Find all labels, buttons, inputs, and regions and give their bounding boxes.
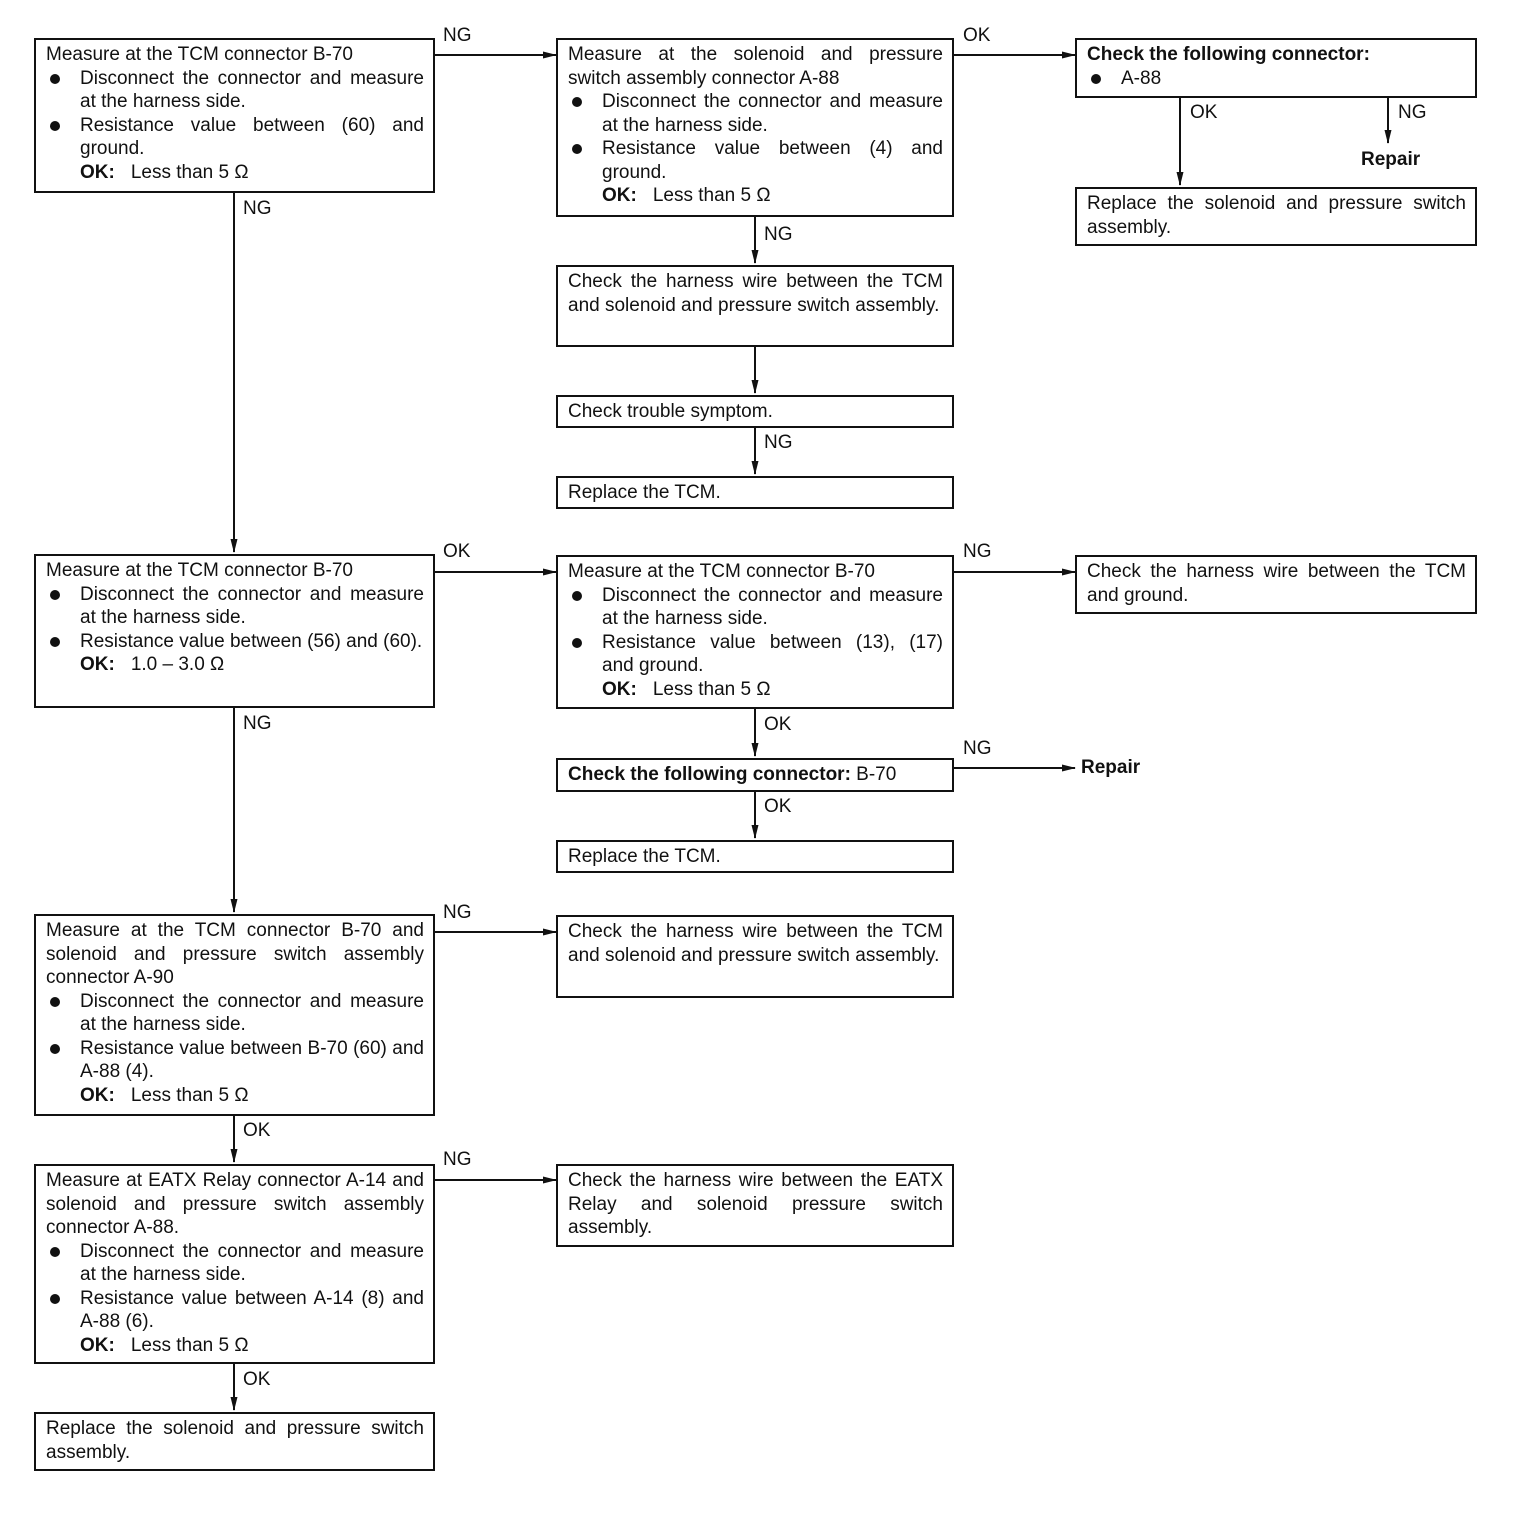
step-measure-tcm-b70-terminals-56-60: Measure at the TCM connector B-70 Discon… (34, 554, 435, 708)
ok-value: Less than 5 Ω (130, 1334, 249, 1356)
branch-label-ng: NG (443, 1149, 472, 1170)
step-text: Replace the solenoid and pressure switch… (1087, 193, 1466, 238)
branch-label-ok: OK (243, 1120, 271, 1141)
step-text: Check the harness wire between the TCM a… (568, 921, 943, 966)
step-replace-solenoid-assembly: Replace the solenoid and pressure switch… (1075, 187, 1477, 246)
ok-prefix: OK: (80, 654, 115, 675)
bullet-disconnect: Disconnect the connector and measure at … (46, 990, 424, 1037)
branch-label-ok: OK (443, 541, 471, 562)
step-heading: Measure at the TCM connector B-70 (46, 44, 353, 65)
step-heading: Measure at the TCM connector B-70 (46, 560, 353, 581)
branch-label-ok: OK (1190, 102, 1218, 123)
step-text: Replace the TCM. (568, 482, 721, 503)
step-text: Check the harness wire between the TCM a… (1087, 561, 1466, 606)
ok-prefix: OK: (602, 185, 637, 206)
ok-criterion: OK: Less than 5 Ω (46, 1084, 424, 1108)
branch-label-ng: NG (1398, 102, 1427, 123)
branch-label-ok: OK (764, 714, 792, 735)
bullet-resistance: Resistance value between (56) and (60). (46, 630, 424, 654)
branch-label-ng: NG (764, 432, 793, 453)
step-text: Replace the solenoid and pressure switch… (46, 1418, 424, 1463)
step-measure-eatx-relay-a14: Measure at EATX Relay connector A-14 and… (34, 1164, 435, 1364)
branch-label-ng: NG (243, 198, 272, 219)
bullet-resistance: Resistance value between A-14 (8) and A-… (46, 1287, 424, 1334)
step-heading: Measure at the solenoid and pressure swi… (568, 44, 943, 89)
step-heading: Measure at the TCM connector B-70 and so… (46, 920, 424, 988)
branch-label-ng: NG (443, 25, 472, 46)
ok-criterion: OK: Less than 5 Ω (568, 184, 943, 208)
ok-prefix: OK: (80, 1084, 115, 1106)
step-measure-solenoid-a88: Measure at the solenoid and pressure swi… (556, 38, 954, 217)
branch-label-ng: NG (243, 713, 272, 734)
step-text: Check the harness wire between the EATX … (568, 1170, 943, 1238)
bullet-disconnect: Disconnect the connector and measure at … (46, 1240, 424, 1287)
ok-prefix: OK: (80, 1334, 115, 1356)
step-check-trouble-symptom: Check trouble symptom. (556, 395, 954, 428)
step-text: Check trouble symptom. (568, 401, 773, 422)
branch-label-ok: OK (764, 796, 792, 817)
step-heading: Check the following connector: (1087, 44, 1370, 65)
ok-prefix: OK: (602, 678, 637, 700)
bullet-disconnect: Disconnect the connector and measure at … (46, 67, 424, 114)
step-heading: Measure at EATX Relay connector A-14 and… (46, 1170, 424, 1238)
step-replace-tcm: Replace the TCM. (556, 476, 954, 509)
ok-value: Less than 5 Ω (130, 161, 249, 183)
repair-label: Repair (1081, 757, 1141, 778)
branch-label-ng: NG (443, 902, 472, 923)
step-text: Check the following connector: B-70 (568, 763, 943, 787)
step-measure-b70-a90: Measure at the TCM connector B-70 and so… (34, 914, 435, 1116)
ok-value: Less than 5 Ω (130, 1084, 249, 1106)
branch-label-ng: NG (963, 541, 992, 562)
ok-value: Less than 5 Ω (652, 678, 771, 700)
ok-value: 1.0 – 3.0 Ω (130, 654, 225, 675)
ok-criterion: OK: Less than 5 Ω (46, 1334, 424, 1358)
repair-label: Repair (1361, 149, 1421, 170)
step-check-connector-b70: Check the following connector: B-70 (556, 758, 954, 792)
ok-criterion: OK: Less than 5 Ω (568, 678, 943, 702)
step-text: Replace the TCM. (568, 846, 721, 867)
connector-id: B-70 (850, 764, 897, 785)
step-check-connector-a88: Check the following connector: A-88 (1075, 38, 1477, 98)
step-check-harness-tcm-solenoid-2: Check the harness wire between the TCM a… (556, 915, 954, 998)
branch-label-ok: OK (963, 25, 991, 46)
step-check-harness-eatx-relay: Check the harness wire between the EATX … (556, 1164, 954, 1247)
step-check-harness-tcm-ground: Check the harness wire between the TCM a… (1075, 555, 1477, 614)
ok-value: Less than 5 Ω (652, 185, 771, 206)
bullet-disconnect: Disconnect the connector and measure at … (46, 583, 424, 630)
ok-criterion: OK: 1.0 – 3.0 Ω (46, 653, 424, 677)
branch-label-ng: NG (963, 738, 992, 759)
bullet-disconnect: Disconnect the connector and measure at … (568, 584, 943, 631)
bullet-disconnect: Disconnect the connector and measure at … (568, 90, 943, 137)
bullet-connector: A-88 (1087, 67, 1466, 91)
step-measure-tcm-b70-terminals-13-17: Measure at the TCM connector B-70 Discon… (556, 555, 954, 709)
step-replace-solenoid-assembly-2: Replace the solenoid and pressure switch… (34, 1412, 435, 1471)
bullet-resistance: Resistance value between (60) and ground… (46, 114, 424, 161)
bullet-resistance: Resistance value between (13), (17) and … (568, 631, 943, 678)
bullet-resistance: Resistance value between B-70 (60) and A… (46, 1037, 424, 1084)
step-measure-tcm-b70-terminal-60: Measure at the TCM connector B-70 Discon… (34, 38, 435, 193)
ok-criterion: OK: Less than 5 Ω (46, 161, 424, 185)
step-heading: Measure at the TCM connector B-70 (568, 561, 875, 582)
step-text: Check the harness wire between the TCM a… (568, 271, 943, 316)
ok-prefix: OK: (80, 161, 115, 183)
bullet-resistance: Resistance value between (4) and ground. (568, 137, 943, 184)
step-heading: Check the following connector: (568, 764, 851, 785)
branch-label-ok: OK (243, 1369, 271, 1390)
branch-label-ng: NG (764, 224, 793, 245)
step-replace-tcm-2: Replace the TCM. (556, 840, 954, 873)
step-check-harness-tcm-solenoid: Check the harness wire between the TCM a… (556, 265, 954, 347)
